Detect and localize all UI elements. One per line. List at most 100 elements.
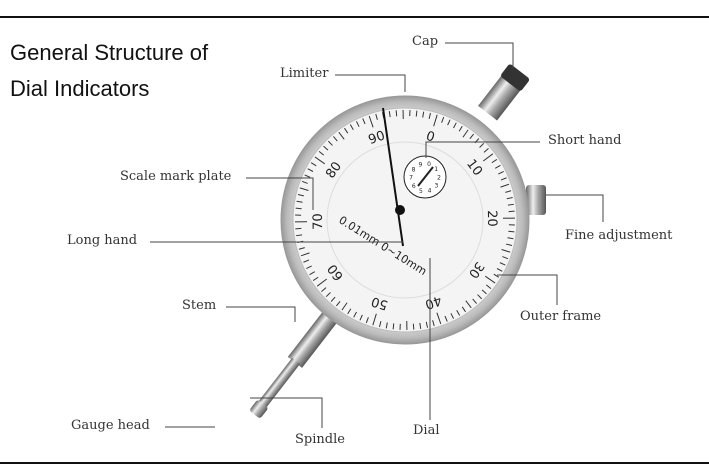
scale-ticks <box>295 110 515 330</box>
small-dial-number: 7 <box>409 175 413 182</box>
scale-tick <box>469 133 475 140</box>
scale-tick <box>309 271 316 276</box>
scale-tick <box>447 119 451 126</box>
scale-tick <box>415 110 418 117</box>
spindle <box>256 357 301 410</box>
scale-tick <box>506 197 513 200</box>
scale-tick <box>482 153 494 162</box>
scale-tick <box>506 243 513 246</box>
scale-tick <box>300 252 310 257</box>
scale-tick <box>296 234 303 237</box>
scale-tick <box>372 313 377 326</box>
scale-tick <box>349 124 354 131</box>
scale-tick <box>499 262 506 266</box>
scale-tick <box>333 136 338 142</box>
scale-tick <box>441 116 445 123</box>
label-cap: Cap <box>412 34 439 49</box>
inner-ring <box>326 141 484 299</box>
scale-tick <box>433 114 438 127</box>
scale-tick <box>502 256 509 260</box>
scale-tick <box>325 292 331 298</box>
scale-tick <box>493 273 500 278</box>
label-outer-frame: Outer frame <box>520 309 602 324</box>
scale-tick <box>453 122 457 129</box>
leader-lines <box>150 42 604 428</box>
small-dial-number: 4 <box>428 188 432 195</box>
scale-tick <box>347 308 352 315</box>
scale-tick <box>458 125 463 132</box>
scale-tick <box>422 111 425 118</box>
scale-tick <box>316 278 328 287</box>
scale-tick <box>362 118 366 125</box>
scale-tick <box>298 247 305 250</box>
scale-tick <box>338 131 345 140</box>
small-dial-number: 9 <box>419 161 423 168</box>
scale-tick <box>436 312 442 325</box>
scale-tick <box>494 164 501 169</box>
scale-tick <box>330 296 336 302</box>
scale-tick <box>477 294 483 300</box>
long-hand <box>382 107 404 247</box>
scale-tick <box>508 230 515 233</box>
small-dial-number: 0 <box>427 161 431 168</box>
scale-tick <box>500 183 510 188</box>
scale-tick <box>295 207 302 210</box>
hand-hub <box>395 205 405 215</box>
title-line-1: General Structure of <box>10 40 209 65</box>
scale-tick <box>344 127 349 134</box>
scale-tick <box>419 322 422 329</box>
scale-tick <box>472 298 477 304</box>
scale-mark-plate <box>292 107 518 333</box>
small-dial-number: 8 <box>412 166 416 173</box>
scale-tick <box>465 300 472 309</box>
scale-tick <box>479 142 485 148</box>
scale-tick <box>432 320 435 327</box>
scale-tick <box>379 321 382 328</box>
scale-tick <box>296 200 303 203</box>
label-stem: Stem <box>182 298 217 313</box>
scale-tick <box>507 203 514 206</box>
label-gauge-head: Gauge head <box>71 418 150 433</box>
scale-tick <box>425 321 428 328</box>
scale-number: 50 <box>370 293 390 312</box>
label-spindle: Spindle <box>295 432 345 447</box>
label-short-hand: Short hand <box>548 133 622 148</box>
small-dial-number: 5 <box>419 188 423 195</box>
scale-tick <box>297 194 304 197</box>
scale-tick <box>507 237 514 240</box>
scale-tick <box>485 284 492 290</box>
scale-tick <box>375 113 378 120</box>
scale-tick <box>385 322 388 329</box>
label-fine-adjustment: Fine adjustment <box>565 228 673 243</box>
title-line-2: Dial Indicators <box>10 76 150 101</box>
scale-tick <box>301 180 308 184</box>
scale-tick <box>388 111 391 118</box>
scale-tick <box>312 276 319 281</box>
scale-tick <box>304 174 311 178</box>
fine-adjustment-knob <box>526 185 546 215</box>
bottom-divider <box>0 462 709 464</box>
scale-tick <box>481 289 487 295</box>
short-hand <box>417 166 434 187</box>
scale-tick <box>491 159 498 164</box>
scale-tick <box>310 162 317 167</box>
label-limiter: Limiter <box>280 66 329 81</box>
small-dial-number: 1 <box>434 166 438 173</box>
scale-tick <box>303 259 310 263</box>
scale-tick <box>323 145 329 151</box>
scale-tick <box>483 148 489 153</box>
scale-tick <box>355 121 360 127</box>
scale-tick <box>461 306 466 313</box>
scale-tick <box>306 265 312 270</box>
small-dial-number: 6 <box>412 183 416 190</box>
scale-tick <box>359 314 363 321</box>
scale-number: 40 <box>423 292 444 312</box>
scale-tick <box>501 249 511 253</box>
scale-tick <box>299 187 309 191</box>
scale-tick <box>450 313 455 319</box>
scale-number: 20 <box>484 210 499 227</box>
